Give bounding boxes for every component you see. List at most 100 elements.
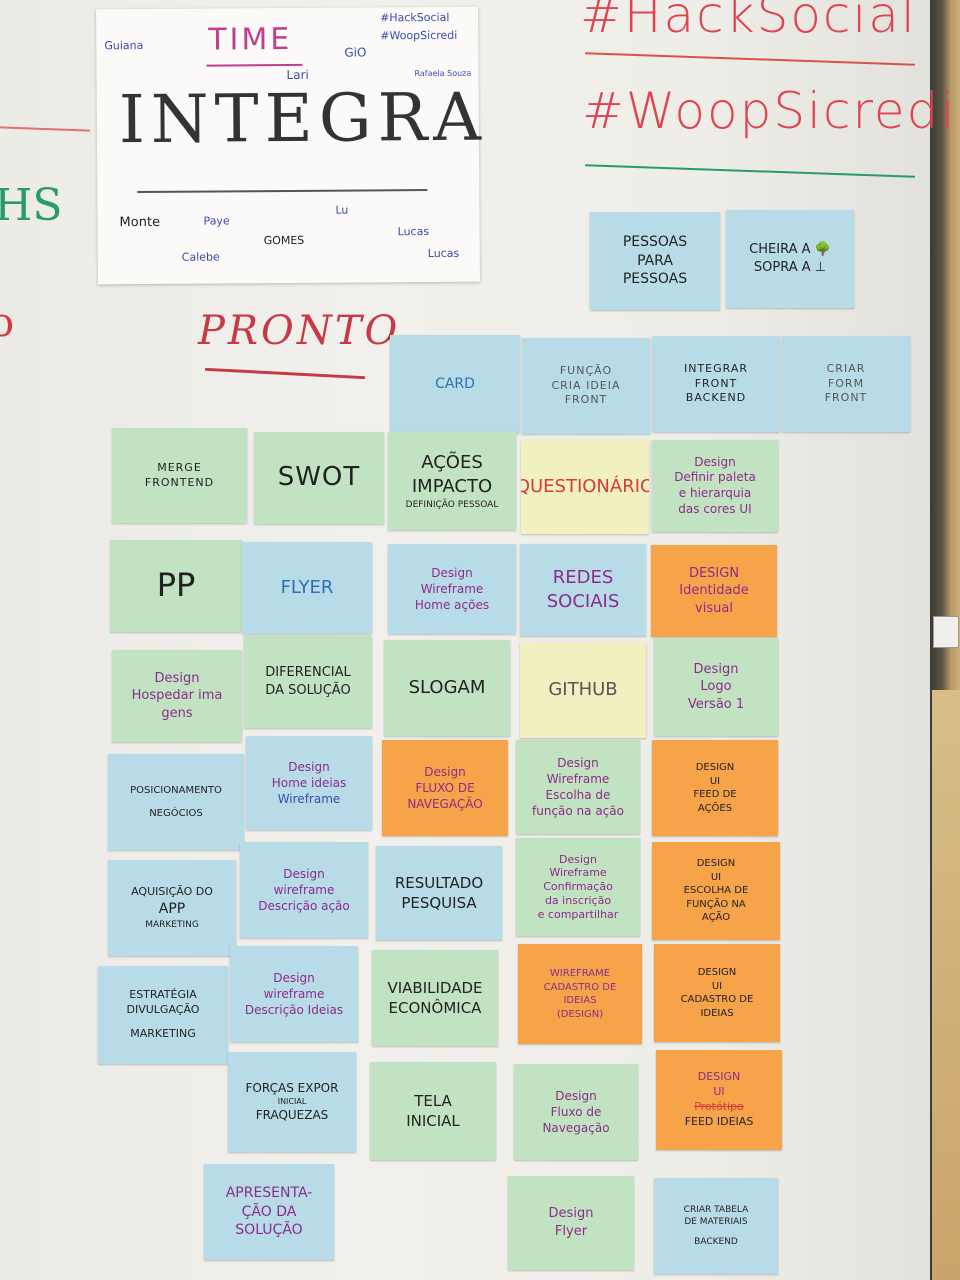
sticky-note: CHEIRA A 🌳SOPRA A ⊥ (726, 210, 854, 308)
note-text-line: Wireframe (549, 866, 607, 880)
note-text-line: MARKETING (145, 919, 199, 930)
note-text-line: Design (555, 1088, 597, 1103)
note-text-line: Navegação (542, 1121, 610, 1136)
note-text-line: INTEGRAR (683, 361, 749, 375)
note-text-line: SOCIAIS (546, 591, 620, 612)
note-text-line: CARD (435, 375, 475, 392)
note-text-line: FORM (827, 376, 865, 390)
note-text-line: FRONT (694, 376, 738, 390)
note-text-line: NEGÓCIOS (149, 808, 203, 819)
note-text-line: QUESTIONÁRIO (521, 475, 649, 497)
note-text-line: Versão 1 (687, 696, 745, 712)
note-text-line: IDEIAS (700, 1007, 734, 1019)
sticky-note: APRESENTA- ÇÃO DA SOLUÇÃO (204, 1164, 334, 1260)
note-text-line: CRIAR (826, 361, 866, 375)
sticky-note: SWOT (254, 432, 384, 524)
note-text-line: FORÇAS EXPOR (245, 1081, 339, 1096)
note-text-line: Design (273, 970, 315, 985)
signature: Lucas (427, 246, 460, 261)
note-text-line: FRAQUEZAS (255, 1108, 329, 1123)
note-text-line: PESSOAS (622, 233, 688, 250)
note-text-line: BACKEND (685, 391, 747, 405)
note-text-line: FRONTEND (144, 475, 215, 489)
sticky-note: DIFERENCIAL DA SOLUÇÃO (244, 636, 372, 728)
note-text-line: FUNÇÃO (559, 363, 613, 377)
note-text-line: ESTRATÉGIA (129, 987, 197, 1001)
note-text-line: FUNÇÃO NA (686, 898, 746, 910)
signature: Lu (335, 203, 349, 217)
sticky-note: SLOGAM (384, 640, 510, 736)
note-text-line: DIFERENCIAL (265, 665, 351, 681)
note-text-line: APRESENTA- (225, 1184, 313, 1201)
note-text-line: SOLUÇÃO (235, 1222, 303, 1239)
team-name-underline (137, 189, 428, 194)
note-text-line: ESCOLHA DE (683, 885, 749, 897)
note-text-line: Design (694, 454, 736, 469)
note-text-line: Design (283, 866, 325, 881)
note-text-line: Design (424, 764, 466, 779)
note-text-line: MERGE (157, 460, 202, 474)
note-text-line: MARKETING (130, 1027, 196, 1041)
note-text-line: APP (158, 900, 186, 917)
note-text-line: RESULTADO (394, 873, 484, 892)
note-text-line: Design (693, 661, 739, 677)
note-text-line: Design (431, 565, 473, 580)
note-text-line: (DESIGN) (556, 1008, 604, 1020)
note-text-line: das cores UI (678, 501, 752, 516)
sticky-note: GITHUB (520, 642, 646, 738)
note-text-line: PESQUISA (401, 894, 477, 912)
note-text-line: DESIGN (696, 858, 736, 870)
team-sheet: TIME INTEGRA #HackSocial #WoopSicredi Gu… (96, 6, 487, 285)
note-text-line: FEED IDEIAS (684, 1114, 754, 1128)
note-text-line: IMPACTO (411, 475, 493, 497)
note-text-line: UI (710, 871, 722, 883)
note-text-line: Design (154, 670, 200, 686)
note-text-line: AÇÕES (697, 802, 733, 814)
team-tag-hacksocial: #HackSocial (380, 10, 450, 25)
note-text-line: VIABILIDADE (387, 978, 483, 997)
sticky-note: FLYER (242, 542, 372, 634)
note-text-line: BACKEND (694, 1237, 738, 1248)
note-text-line: UI (713, 1085, 725, 1099)
note-text-line: DA SOLUÇÃO (265, 683, 351, 698)
note-text-line: função na ação (532, 804, 624, 819)
team-tag-woopsicredi: #WoopSicredi (380, 28, 458, 43)
note-text-line: DESIGN (697, 967, 737, 978)
note-text-line: FLUXO DE (415, 780, 475, 795)
margin-mark-hs: HS (0, 180, 63, 231)
note-text-line: Design (559, 852, 597, 866)
frame-sticker (933, 616, 959, 648)
team-heading: TIME (208, 21, 293, 58)
note-text-line: SLOGAM (408, 676, 486, 698)
note-text-line: Logo (700, 679, 732, 695)
note-text-line: AÇÕES (421, 451, 483, 473)
note-text-line: Hospedar ima (131, 688, 223, 704)
note-text-line: Flyer (554, 1224, 588, 1239)
sticky-note: QUESTIONÁRIO (521, 440, 649, 534)
signature: GOMES (263, 233, 305, 248)
note-text-line: Home ideias (271, 775, 347, 790)
note-text-line: PESSOAS (622, 271, 688, 288)
signature: Calebe (181, 250, 220, 264)
note-text-line: CADASTRO DE (680, 994, 754, 1005)
note-text-line: IDEIAS (563, 995, 597, 1006)
note-text-line: CHEIRA A 🌳 (749, 242, 831, 258)
team-heading-underline (206, 63, 303, 67)
signature: Guiana (104, 39, 144, 53)
wooden-shelf (932, 690, 960, 1280)
note-text-line: TELA (414, 1091, 452, 1110)
note-text-line: ÇÃO DA (241, 1203, 297, 1220)
